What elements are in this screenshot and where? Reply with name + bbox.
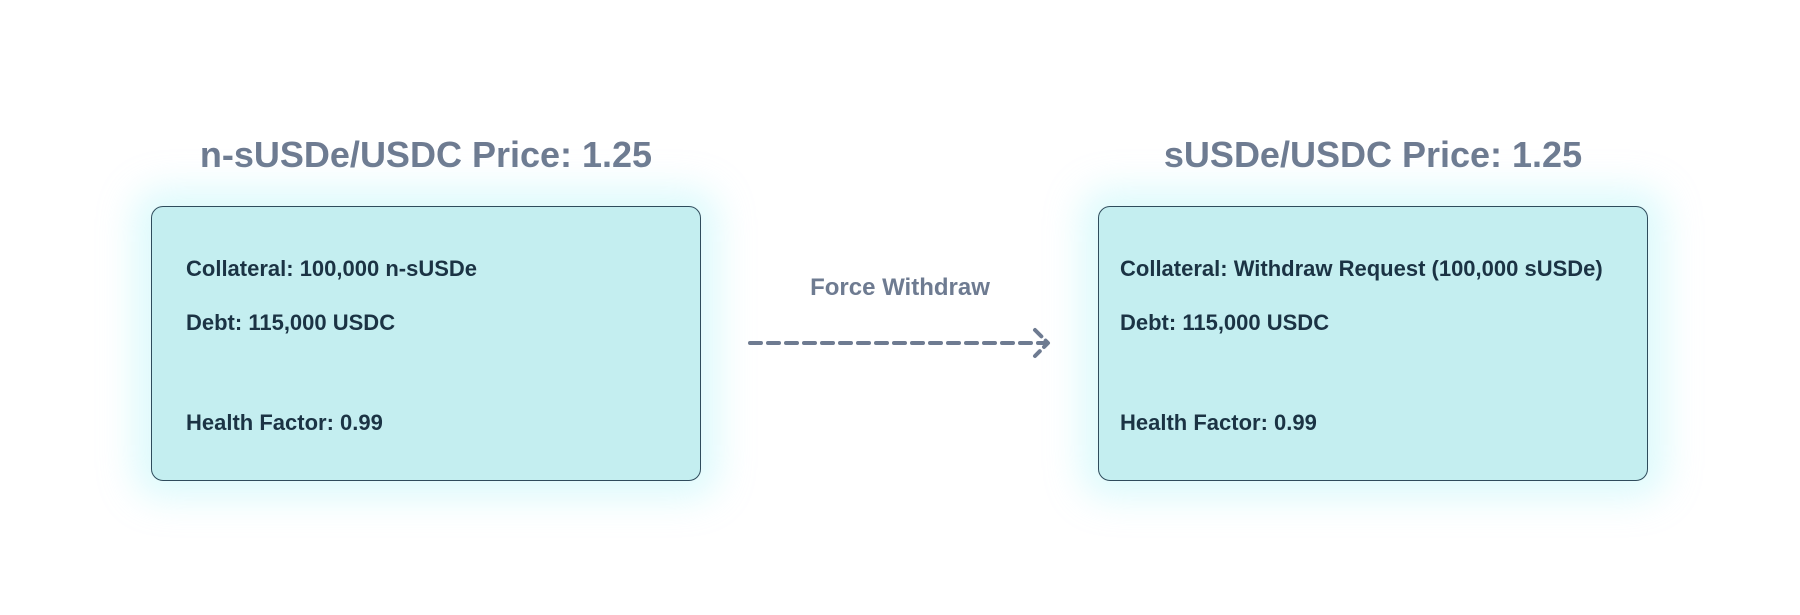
left-price-title: n-sUSDe/USDC Price: 1.25 bbox=[199, 134, 653, 175]
left-position-box: Collateral: 100,000 n-sUSDe Debt: 115,00… bbox=[151, 206, 701, 481]
right-collateral-text: Collateral: Withdraw Request (100,000 sU… bbox=[1120, 256, 1603, 281]
arrow-head bbox=[1033, 328, 1050, 358]
left-debt-text: Debt: 115,000 USDC bbox=[186, 310, 396, 335]
right-health-factor-text: Health Factor: 0.99 bbox=[1120, 410, 1317, 435]
left-health-factor-text: Health Factor: 0.99 bbox=[186, 410, 383, 435]
right-debt-text: Debt: 115,000 USDC bbox=[1120, 310, 1330, 335]
left-collateral-text: Collateral: 100,000 n-sUSDe bbox=[186, 256, 478, 281]
arrow-label: Force Withdraw bbox=[810, 274, 990, 301]
arrow-right-icon bbox=[748, 328, 1050, 358]
right-price-title: sUSDe/USDC Price: 1.25 bbox=[1163, 134, 1583, 175]
right-position-box: Collateral: Withdraw Request (100,000 sU… bbox=[1098, 206, 1648, 481]
